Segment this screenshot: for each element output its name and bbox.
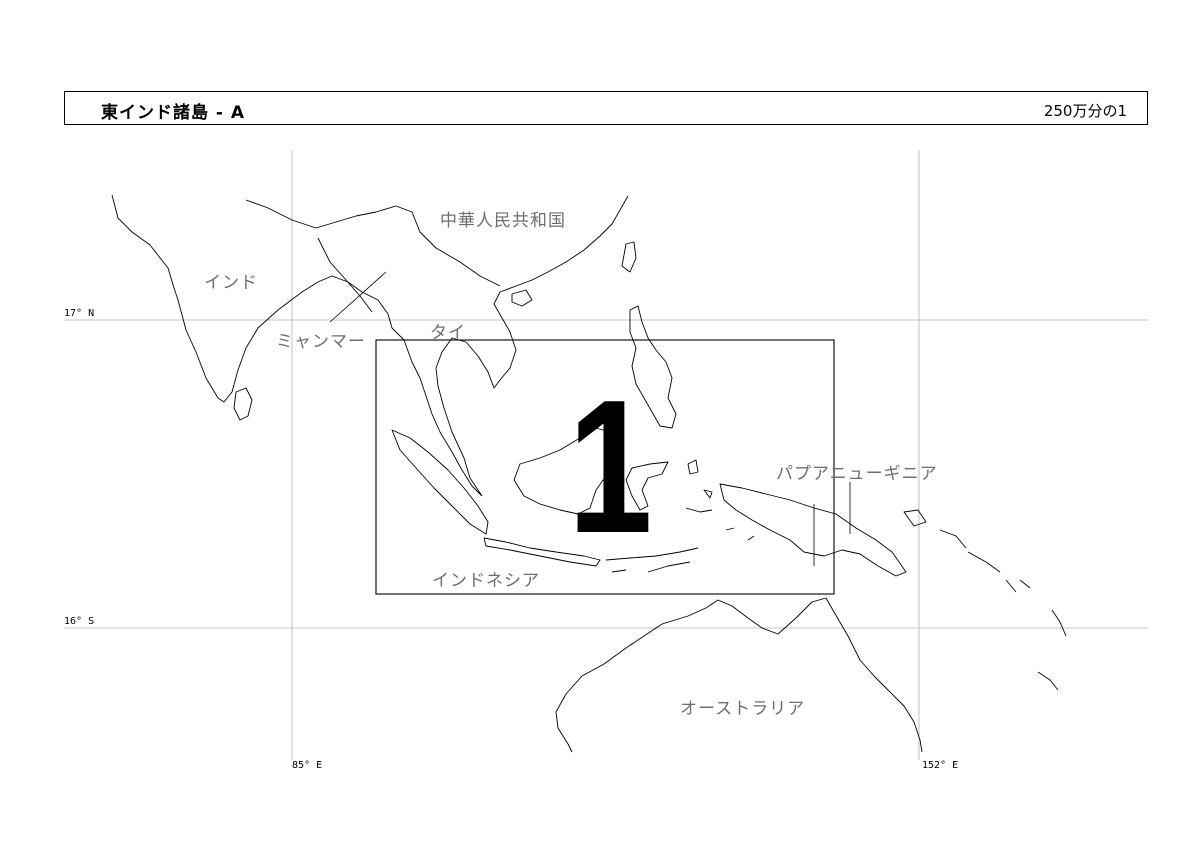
- island-new-guinea: [719, 483, 907, 577]
- label-china: 中華人民共和国: [440, 211, 566, 231]
- lon-label-west: 85° E: [292, 760, 323, 771]
- coast-australia: [555, 597, 923, 753]
- map-title-bar: 東インド諸島 - A 250万分の1: [64, 91, 1148, 125]
- label-australia: オーストラリア: [680, 699, 806, 719]
- graticule: [64, 150, 1148, 760]
- island-borneo: [513, 427, 621, 515]
- leader-myanmar: [329, 271, 387, 323]
- island-sulawesi: [625, 461, 669, 511]
- map-title: 東インド諸島 - A: [101, 103, 246, 123]
- islands-lesser-sunda: [605, 547, 699, 573]
- lat-label-south: 16° S: [64, 616, 95, 627]
- island-java: [483, 537, 601, 567]
- lon-label-east: 152° E: [922, 760, 959, 771]
- island-sumatra: [391, 429, 489, 535]
- label-india: インド: [204, 273, 258, 293]
- border-china: [245, 199, 501, 287]
- border-india-myanmar: [317, 237, 373, 313]
- island-hainan: [511, 289, 533, 307]
- islands-bismarck: [903, 509, 1031, 593]
- islands-vanuatu: [1037, 609, 1067, 691]
- islands-philippines: [629, 305, 677, 429]
- coastline-asia: [111, 194, 629, 497]
- island-taiwan: [621, 241, 637, 273]
- frame-rectangle: [375, 339, 835, 595]
- lat-label-north: 17° N: [64, 308, 95, 319]
- label-png: パプアニューギニア: [776, 464, 938, 484]
- label-thailand: タイ: [430, 323, 466, 343]
- label-indonesia: インドネシア: [432, 571, 540, 591]
- island-sri-lanka: [233, 387, 253, 421]
- map-scale: 250万分の1: [1043, 102, 1127, 120]
- label-myanmar: ミャンマー: [276, 332, 366, 352]
- frame-number-label: 1: [568, 361, 653, 573]
- islands-moluccas: [685, 459, 755, 541]
